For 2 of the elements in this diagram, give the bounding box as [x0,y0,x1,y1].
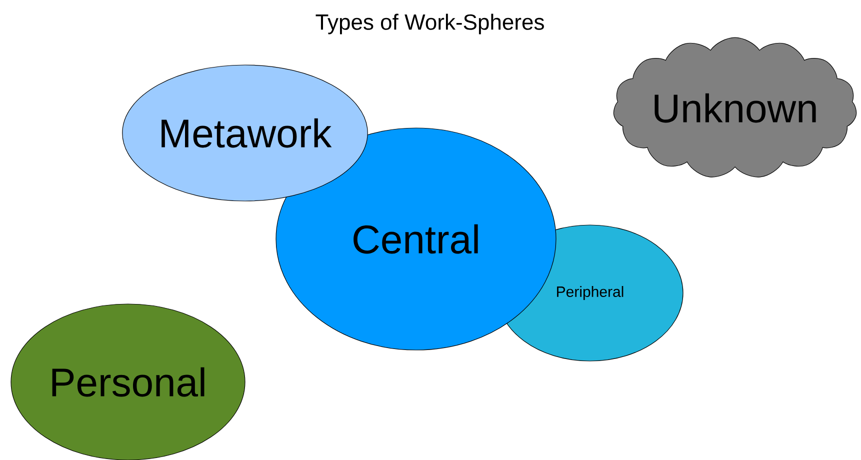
title: Types of Work-Spheres [316,14,544,34]
unknown-cloud: Unknown [613,37,857,178]
